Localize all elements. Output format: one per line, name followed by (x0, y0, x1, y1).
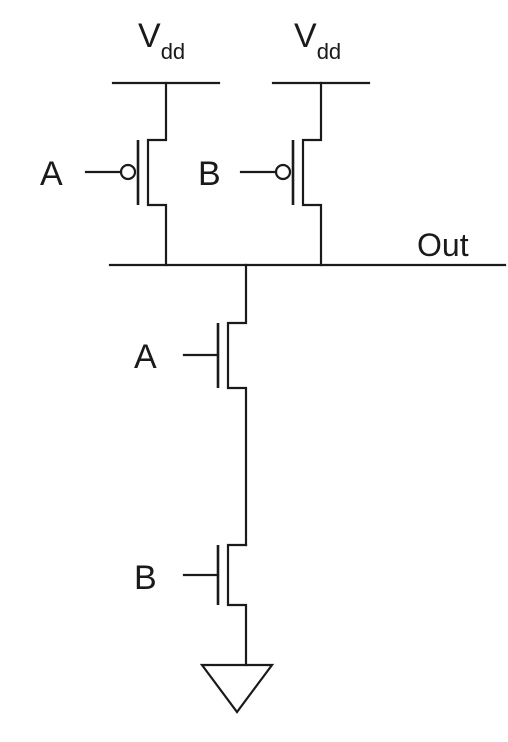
nmos-input-label-a: A (134, 338, 157, 376)
output-label: Out (417, 227, 469, 263)
nmos-transistor-a (182, 263, 248, 547)
pmos-input-label-b: B (198, 155, 221, 193)
inverter-bubble-icon (274, 163, 292, 181)
nmos-input-label-b: B (134, 559, 157, 597)
nmos-transistor-b (182, 543, 248, 667)
inverter-bubble-icon (119, 163, 137, 181)
vdd-label-right: Vdd (294, 17, 341, 64)
ground-icon (199, 663, 275, 714)
pmos-input-label-a: A (40, 155, 63, 193)
pmos-transistor-a (84, 81, 168, 267)
pmos-transistor-b (239, 81, 323, 267)
vdd-label-left: Vdd (138, 17, 185, 64)
